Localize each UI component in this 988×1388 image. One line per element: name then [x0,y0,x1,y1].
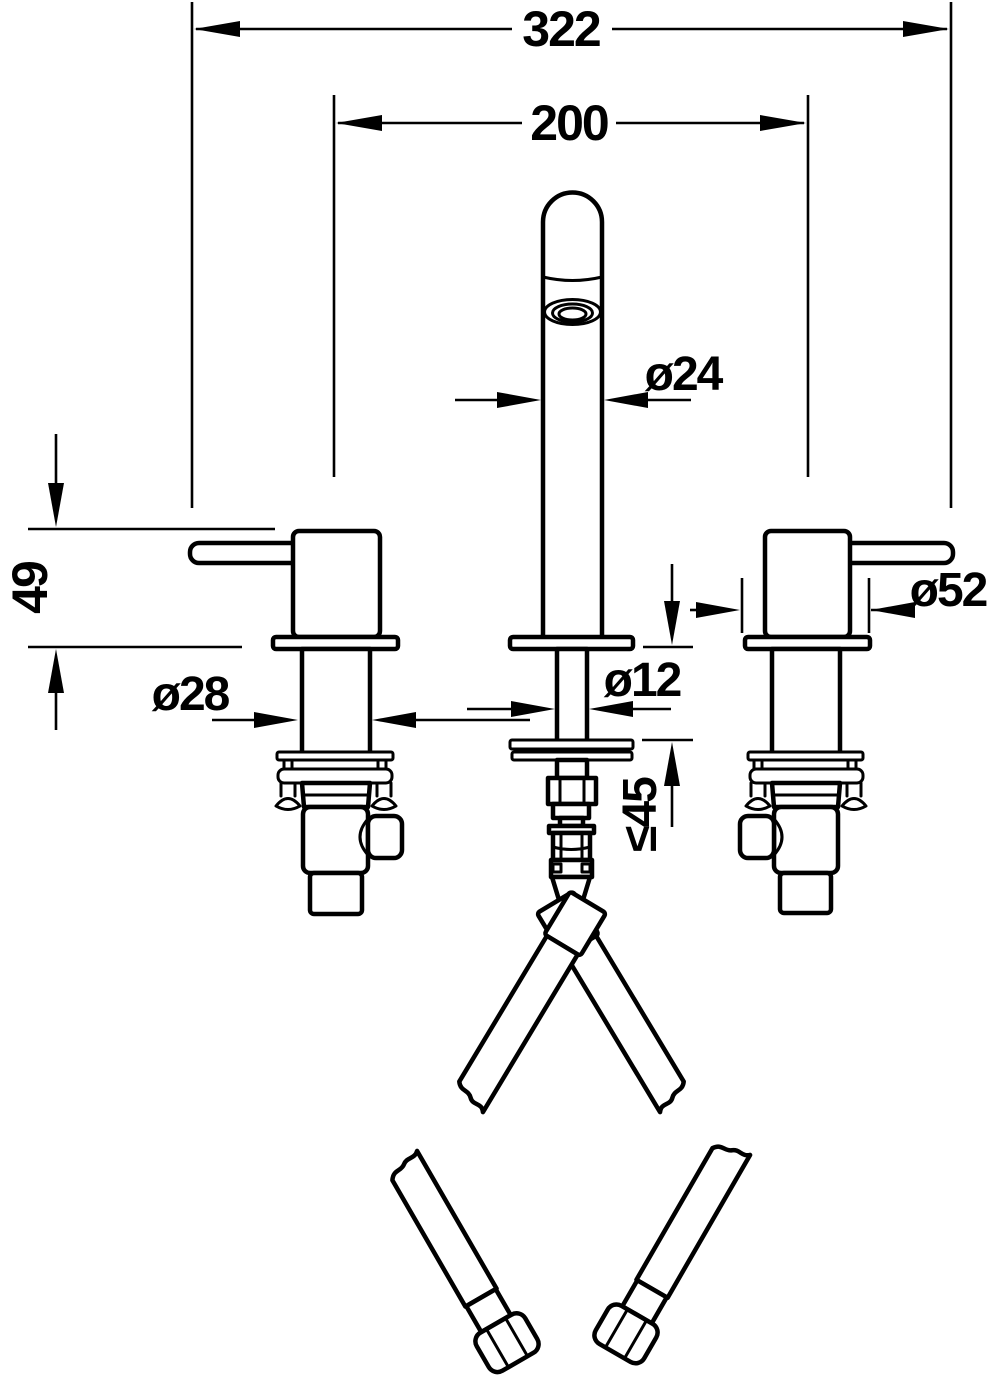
spout [540,190,605,643]
left-screw-head-right [370,797,398,811]
aerator-ring-middle [551,302,594,324]
arrowhead-left [497,392,541,408]
dim-max-deck-thickness: ≤45 [614,564,693,852]
hose-tube [390,1148,499,1309]
aerator-ring-inner [557,306,588,322]
left-handle-shaft [299,646,373,756]
hex-connector-nut [473,1311,541,1375]
overall-width-label: 322 [522,1,600,57]
arrowhead-right [372,712,416,728]
arrowhead-up [48,649,64,693]
max-deck-thickness-label: ≤45 [614,777,667,852]
dim-escutcheon-diameter: ø52 [690,564,988,633]
center-hex-facets [558,776,586,806]
right-washer-plate [746,750,865,762]
left-valve-outlet [307,870,365,917]
band-window-right [580,862,592,874]
dim-spout-diameter: ø24 [455,348,726,408]
right-handle-shaft [769,646,843,756]
right-handle-body [762,528,853,640]
spout-body-path [540,190,605,643]
left-handle-lever [187,540,305,566]
check-valve-body [550,830,593,863]
center-shank-stub [554,757,590,781]
supply-hose-left [390,1148,541,1375]
spout-shank [554,646,590,744]
left-handle [187,528,383,640]
hole-spacing-label: 200 [530,95,608,151]
center-hose-right [457,890,608,1115]
arrowhead-down [664,601,680,645]
center-shank-assembly [508,738,635,903]
arrowhead-right [871,602,915,618]
check-valve-detail [551,831,592,862]
shank-diameter-label: ø12 [604,654,681,707]
dim-handle-height: 49 [2,434,275,730]
hex-connector-nut [592,1302,660,1366]
aerator-ring-outer [543,298,602,326]
arrowhead-left [194,21,240,37]
aerator-housing-line [541,275,604,282]
arrowhead-left [336,115,382,131]
hose-tube [457,933,580,1115]
left-valve-body [300,804,371,876]
arrowhead-left [696,602,740,618]
dim-shaft-diameter: ø28 [152,668,530,728]
handle-height-label: 49 [2,562,58,614]
right-screw-stems [749,781,863,798]
right-screw-head-left [744,797,772,811]
nut-facet-lines [484,1316,530,1369]
right-valve-outlet [777,870,834,916]
spout-diameter-label: ø24 [645,348,724,401]
arrowhead-left [254,712,298,728]
left-washer-plate [275,750,395,762]
band-window-left [551,862,563,874]
arrowhead-right [604,392,648,408]
left-screw-head-left [274,797,302,811]
right-handle-lever [838,540,956,566]
right-washer-posts [752,758,858,771]
left-washer-posts [282,758,388,771]
left-valve-side-port [365,813,405,861]
right-handle [762,528,956,640]
center-hex-nut [545,775,599,807]
arrowhead-down [48,483,64,527]
left-valve-port-arc [358,817,370,857]
hose-tube [563,933,686,1115]
right-screw-head-right [840,797,868,811]
arrowhead-right [589,701,633,717]
arrowhead-up [664,742,680,786]
shaft-diameter-label: ø28 [152,668,230,721]
left-handle-body [290,528,383,640]
supply-hose-right [592,1144,753,1366]
right-valve-assembly [737,750,868,916]
left-valve-assembly [274,750,405,917]
left-screw-stems [279,781,393,798]
right-valve-body [771,804,841,876]
right-valve-side-port [737,813,777,861]
arrowhead-left [511,701,555,717]
dim-overall-width: 322 [190,1,953,508]
right-valve-port-arc [772,817,784,857]
arrowhead-right [903,21,949,37]
dim-hole-spacing: 200 [332,95,810,477]
arrowhead-right [760,115,806,131]
center-washer-upper [508,738,635,751]
escutcheon-diameter-label: ø52 [910,564,987,617]
hose-tube [634,1144,753,1301]
nut-facet-lines [603,1307,649,1360]
dim-shank-diameter: ø12 [467,654,683,717]
